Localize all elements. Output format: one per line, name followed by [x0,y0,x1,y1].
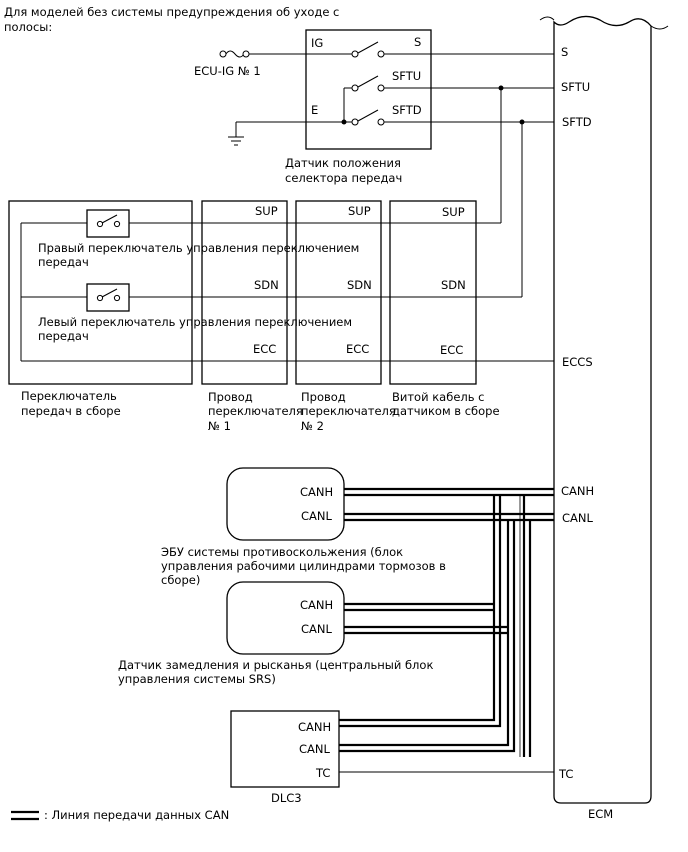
abs-caption-line2: управления рабочими цилиндрами тормозов … [161,559,446,573]
wire2-pin-ecc: ECC [346,342,369,356]
shift-switch-assembly [8,200,193,385]
ecm-pin-sftd: SFTD [562,115,592,129]
abs-caption-line3: сборе) [161,573,200,587]
assembly-caption-line2: передач в сборе [21,404,121,418]
spiral-pin-sdn: SDN [441,278,466,292]
spiral-caption-line1: Витой кабель с [392,390,485,404]
right-switch-label-line2: передач [38,255,89,269]
ecm-label: ECM [588,807,613,821]
sensor-caption-line1: Датчик положения [285,156,401,170]
sensor-pin-e: E [311,103,318,117]
sensor-pin-ig: IG [311,36,323,50]
assembly-caption-line1: Переключатель [21,389,117,403]
spiral-pin-ecc: ECC [440,343,463,357]
spiral-pin-sup: SUP [442,205,465,219]
spiral-cable: SUP SDN ECC [389,200,477,385]
sensor-pin-sftu: SFTU [392,69,421,83]
wire2-caption-line2: переключателя [301,404,396,418]
dlc3-label: DLC3 [271,791,302,805]
fuse-symbol [219,50,250,58]
yaw-pin-canh: CANH [300,598,333,612]
abs-pin-canl: CANL [301,509,332,523]
header-note-line1: Для моделей без системы предупреждения о… [4,5,339,19]
ecm-pin-canl: CANL [562,511,593,525]
header-note-line2: полосы: [4,20,52,34]
dlc3-pin-canl: CANL [299,742,330,756]
dlc3-connector: CANH CANL TC [230,710,340,788]
abs-ecu: CANH CANL [226,467,345,541]
yaw-pin-canl: CANL [301,622,332,636]
wire1-caption-line3: № 1 [208,419,231,433]
wire2-caption-line1: Провод [301,390,346,404]
left-switch-label-line2: передач [38,329,89,343]
right-switch-label-line1: Правый переключатель управления переключ… [38,241,359,255]
can-bus-lines [339,487,554,757]
wire1-pin-sdn: SDN [254,278,279,292]
ecm-pin-canh: CANH [561,484,594,498]
sensor-pin-s: S [414,35,421,49]
yaw-caption-line1: Датчик замедления и рысканья (центральны… [118,658,433,672]
ecm-pin-sftu: SFTU [561,80,590,94]
abs-caption-line1: ЭБУ системы противоскольжения (блок [161,545,403,559]
wire2-pin-sup: SUP [348,204,371,218]
dlc3-pin-tc: TC [315,766,330,780]
wire1-caption-line2: переключателя [208,404,303,418]
yaw-caption-line2: управления системы SRS) [118,672,276,686]
ecm-pin-eccs: ECCS [562,355,593,369]
left-switch-label-line1: Левый переключатель управления переключе… [38,315,352,329]
dlc3-pin-canh: CANH [298,720,331,734]
switch-wire-2: SUP SDN ECC [295,200,382,385]
switch-wire-1: SUP SDN ECC [201,200,288,385]
wire1-pin-ecc: ECC [253,342,276,356]
wire1-pin-sup: SUP [255,204,278,218]
selector-position-sensor: IG S SFTU E SFTD [305,29,432,150]
ecm-block: ECM S SFTU SFTD ECCS CANH CANL TC [539,15,669,821]
ecu-ig-label: ECU-IG № 1 [194,64,261,78]
legend-can-text: : Линия передачи данных CAN [44,808,229,822]
ecm-pin-s: S [561,45,568,59]
abs-pin-canh: CANH [300,485,333,499]
sensor-pin-sftd: SFTD [392,103,422,117]
ecm-pin-tc: TC [558,767,573,781]
wire2-pin-sdn: SDN [347,278,372,292]
legend: : Линия передачи данных CAN [11,808,229,822]
wire1-caption-line1: Провод [208,390,253,404]
wire2-caption-line3: № 2 [301,419,324,433]
spiral-caption-line2: датчиком в сборе [392,404,500,418]
yaw-rate-sensor: CANH CANL [226,581,345,655]
sensor-caption-line2: селектора передач [285,171,402,185]
